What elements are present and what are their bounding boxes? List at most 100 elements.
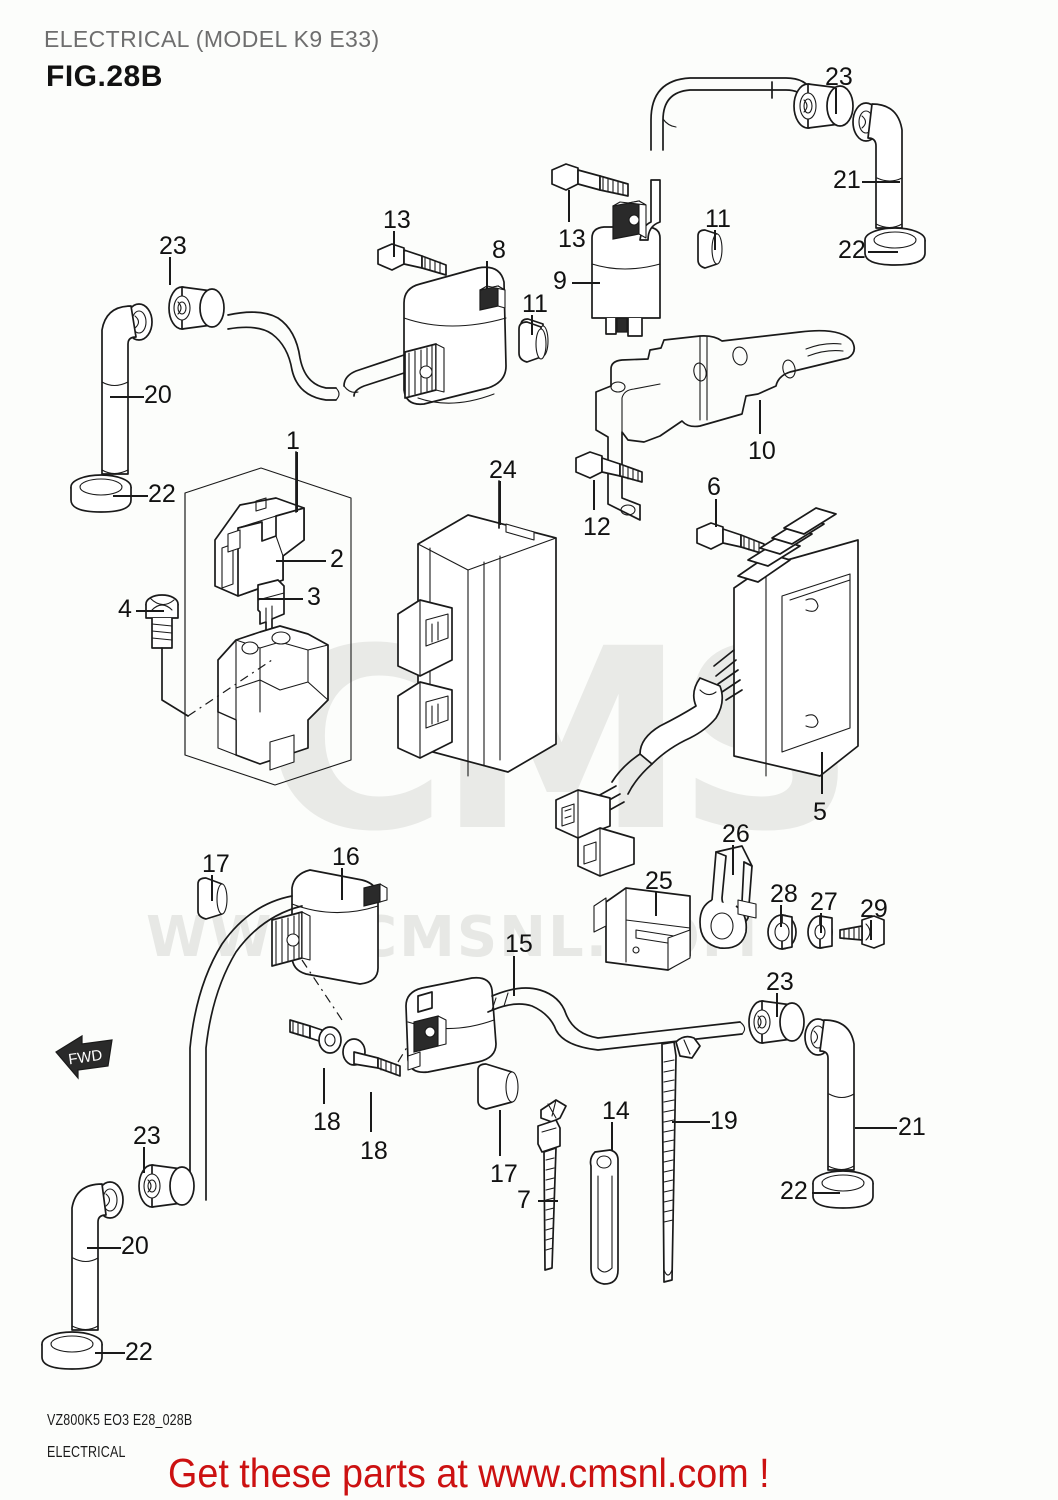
callout-number-26: 26 (722, 820, 750, 848)
callout-number-23: 23 (159, 232, 187, 260)
callout-number-21: 21 (833, 166, 861, 194)
callout-number-13: 13 (383, 206, 411, 234)
fwd-direction-marker: FWD (56, 1036, 112, 1078)
callout-number-11: 11 (522, 290, 548, 318)
part-group-small-hardware (594, 846, 884, 970)
leader-line-20 (87, 1247, 121, 1249)
callout-number-20: 20 (144, 381, 172, 409)
leader-line-11 (714, 230, 716, 250)
callout-number-17: 17 (490, 1160, 518, 1188)
part-group-ecu (398, 481, 556, 776)
leader-line-7 (538, 1200, 558, 1202)
drawing-section-label: ELECTRICAL (47, 1444, 126, 1461)
part-group-rear-coil-15 (406, 978, 873, 1208)
leader-line-14 (611, 1122, 613, 1150)
leader-line-8 (486, 261, 488, 289)
callout-number-16: 16 (332, 843, 360, 871)
svg-text:FWD: FWD (67, 1047, 103, 1069)
leader-line-23 (169, 257, 171, 285)
part-group-cable-ties (538, 1037, 700, 1284)
callout-number-22: 22 (780, 1177, 808, 1205)
callout-number-22: 22 (125, 1338, 153, 1366)
leader-line-11 (531, 315, 533, 335)
callout-number-4: 4 (118, 595, 132, 623)
leader-line-22 (812, 1192, 840, 1194)
callout-number-24: 24 (489, 456, 517, 484)
leader-line-22 (868, 251, 898, 253)
callout-number-1: 1 (286, 427, 300, 455)
leader-line-6 (715, 499, 717, 527)
leader-line-29 (870, 920, 872, 940)
leader-line-18 (370, 1092, 372, 1132)
callout-number-22: 22 (838, 236, 866, 264)
leader-line-12 (593, 480, 595, 510)
callout-number-28: 28 (770, 880, 798, 908)
callout-number-12: 12 (583, 513, 611, 541)
leader-line-22 (113, 495, 148, 497)
leader-line-23 (835, 88, 837, 114)
leader-line-9 (572, 282, 600, 284)
leader-line-1 (296, 452, 298, 512)
part-group-fusebox (146, 452, 351, 785)
drawing-code: VZ800K5 EO3 E28_028B (47, 1412, 193, 1429)
leader-line-26 (732, 845, 734, 875)
callout-number-5: 5 (813, 798, 827, 826)
callout-number-15: 15 (505, 930, 533, 958)
leader-line-20 (110, 396, 144, 398)
part-group-regulator (556, 508, 858, 876)
leader-line-3 (258, 598, 303, 600)
part-group-front-coil (71, 244, 546, 512)
callout-number-20: 20 (121, 1232, 149, 1260)
callout-number-14: 14 (602, 1097, 630, 1125)
callout-number-9: 9 (553, 267, 567, 295)
callout-number-6: 6 (707, 473, 721, 501)
leader-line-4 (136, 610, 164, 612)
callout-number-22: 22 (148, 480, 176, 508)
part-group-starter-relay (521, 164, 854, 554)
callout-number-10: 10 (748, 437, 776, 465)
part-group-bottom-left-plug (42, 1165, 194, 1369)
leader-line-17 (211, 875, 213, 901)
callout-number-18: 18 (313, 1108, 341, 1136)
callout-number-11: 11 (705, 205, 731, 233)
callout-number-13: 13 (558, 225, 586, 253)
callout-number-25: 25 (645, 867, 673, 895)
leader-line-27 (820, 913, 822, 933)
promo-banner[interactable]: Get these parts at www.cmsnl.com ! (168, 1450, 770, 1496)
callout-number-29: 29 (860, 895, 888, 923)
leader-line-19 (672, 1121, 710, 1123)
leader-line-25 (655, 892, 657, 916)
leader-line-24 (499, 481, 501, 525)
callout-number-7: 7 (517, 1186, 531, 1214)
callout-number-23: 23 (133, 1122, 161, 1150)
callout-number-21: 21 (898, 1113, 926, 1141)
leader-line-15 (513, 956, 515, 996)
part-group-rear-coil-16 (190, 870, 420, 1200)
leader-line-28 (780, 905, 782, 927)
leader-line-16 (341, 868, 343, 900)
page-title: ELECTRICAL (MODEL K9 E33) (44, 26, 380, 52)
leader-line-2 (276, 560, 326, 562)
callout-number-19: 19 (710, 1107, 738, 1135)
callout-number-17: 17 (202, 850, 230, 878)
leader-line-21 (855, 1127, 897, 1129)
leader-line-23 (143, 1147, 145, 1173)
callout-number-18: 18 (360, 1137, 388, 1165)
callout-number-23: 23 (825, 63, 853, 91)
callout-number-23: 23 (766, 968, 794, 996)
leader-line-10 (759, 400, 761, 434)
leader-line-18 (323, 1068, 325, 1104)
callout-number-8: 8 (492, 236, 506, 264)
leader-line-21 (862, 181, 900, 183)
leader-line-17 (499, 1110, 501, 1156)
leader-line-13 (568, 190, 570, 222)
callout-number-27: 27 (810, 888, 838, 916)
leader-line-5 (821, 752, 823, 794)
leader-line-13 (393, 231, 395, 257)
callout-number-2: 2 (330, 545, 344, 573)
leader-line-22 (95, 1352, 125, 1354)
leader-line-23 (776, 993, 778, 1017)
callout-number-3: 3 (307, 583, 321, 611)
